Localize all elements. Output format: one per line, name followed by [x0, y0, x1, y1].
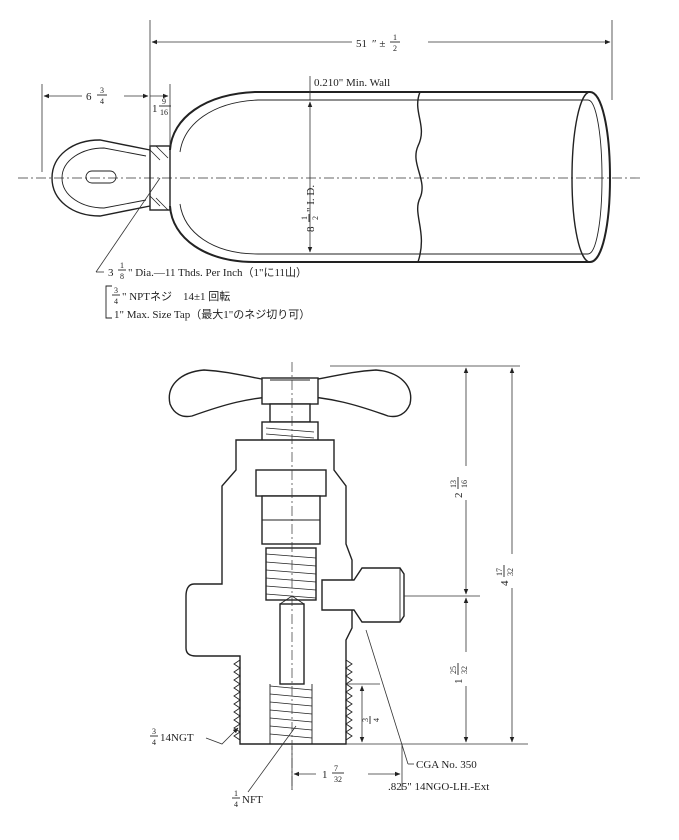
stem-depth-den: 4: [372, 718, 381, 722]
thread-note-2-text: " NPTネジ 14±1 回転: [122, 290, 230, 303]
outlet-offset-num: 7: [334, 764, 338, 773]
height-lower-den: 32: [460, 666, 469, 674]
neck-offset-whole: 1: [152, 103, 158, 115]
cga-leader: [365, 629, 409, 765]
overall-length-tol-num: 1: [393, 33, 397, 42]
thread-note-3-text: 1" Max. Size Tap（最大1"のネジ切り可）: [114, 307, 310, 321]
height-total-den: 32: [506, 568, 515, 576]
thread-note-1-den: 8: [120, 272, 124, 281]
height-lower-whole: 1: [453, 679, 465, 685]
cylinder-inner-wall: [179, 99, 603, 255]
inner-diameter-whole: 8: [305, 226, 317, 232]
thread-note-2-num: 3: [114, 286, 118, 295]
inlet-thread-den: 4: [152, 738, 156, 747]
valve-inlet-threads: [233, 659, 353, 741]
thread-note-1-text: " Dia.—11 Thds. Per Inch（1"に11山）: [128, 266, 307, 279]
stem-depth-num: 3: [361, 718, 370, 722]
pipe-thread-text: NFT: [242, 794, 263, 806]
height-total-num: 17: [495, 568, 504, 576]
outlet-offset-whole: 1: [322, 769, 328, 781]
cylinder-break-line: [415, 91, 423, 263]
thread-note-1-num: 1: [120, 261, 124, 270]
neck-length-den: 4: [100, 97, 104, 106]
overall-length-tol-sign: ″ ±: [372, 38, 385, 50]
cylinder-neck-ring: [149, 145, 171, 211]
valve-stem-neck: [269, 403, 311, 423]
valve-view: 2 13 16 1 25 32 4 17 32 3 4: [150, 362, 528, 809]
height-upper-den: 16: [460, 480, 469, 488]
cylinder-valve-slot: [85, 170, 117, 184]
cylinder-valve-outline: [51, 139, 151, 217]
thread-note-bracket: [105, 285, 112, 319]
inner-diameter-num: 1: [300, 216, 309, 220]
cylinder-body-outline: [169, 91, 612, 263]
valve-spring: [265, 547, 317, 601]
thread-notes: 3 1 8 " Dia.—11 Thds. Per Inch（1"に11山） 3…: [105, 261, 310, 321]
inlet-thread-leader: [205, 727, 239, 745]
neck-offset-num: 9: [162, 97, 166, 106]
overall-length-whole: 51: [356, 38, 367, 50]
cylinder-view: 51 ″ ± 1 2 6 3 4 1 9 16 0.210" Min. Wall…: [18, 20, 640, 273]
thread-note-1-whole: 3: [108, 267, 114, 279]
cylinder-valve-inner: [61, 147, 147, 209]
inlet-thread-num: 3: [152, 727, 156, 736]
thread-note-2-den: 4: [114, 297, 118, 306]
valve-bonnet: [255, 469, 327, 497]
height-total-whole: 4: [499, 580, 511, 586]
inlet-thread-text: 14NGT: [160, 732, 194, 744]
cylinder-bottom-dome: [571, 91, 591, 263]
height-upper-num: 13: [449, 480, 458, 488]
inner-diameter-den: 2: [311, 216, 320, 220]
cga-label: CGA No. 350: [416, 759, 477, 771]
outlet-thread-label: .825" 14NGO-LH.-Ext: [388, 781, 489, 793]
neck-length-whole: 6: [86, 91, 92, 103]
valve-handwheel-hub: [261, 377, 319, 405]
pipe-thread-num: 1: [234, 789, 238, 798]
neck-length-num: 3: [100, 86, 104, 95]
overall-length-tol-den: 2: [393, 44, 397, 53]
neck-offset-den: 16: [160, 108, 168, 117]
height-lower-num: 25: [449, 666, 458, 674]
thread-leader: [95, 177, 161, 273]
wall-thickness-label: 0.210" Min. Wall: [314, 77, 390, 89]
pipe-thread-leader: [247, 725, 297, 793]
valve-outlet: [321, 567, 405, 623]
pipe-thread-den: 4: [234, 800, 238, 809]
inner-diameter-suffix: " I. D.: [305, 185, 317, 212]
outlet-offset-den: 32: [334, 775, 342, 784]
height-upper-whole: 2: [453, 493, 465, 499]
